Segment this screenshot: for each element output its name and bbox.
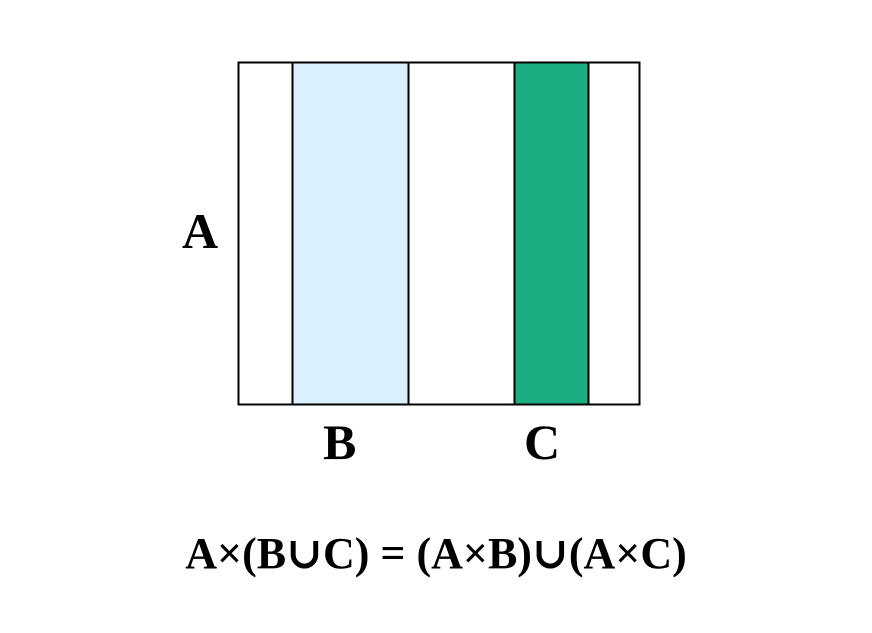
set-b-band (291, 61, 410, 406)
label-a: A (182, 203, 219, 259)
distributive-law-formula: A×(B∪C) = (A×B)∪(A×C) (185, 529, 687, 578)
label-b: B (323, 414, 357, 470)
label-c: C (524, 414, 561, 470)
set-c-band (513, 61, 590, 406)
